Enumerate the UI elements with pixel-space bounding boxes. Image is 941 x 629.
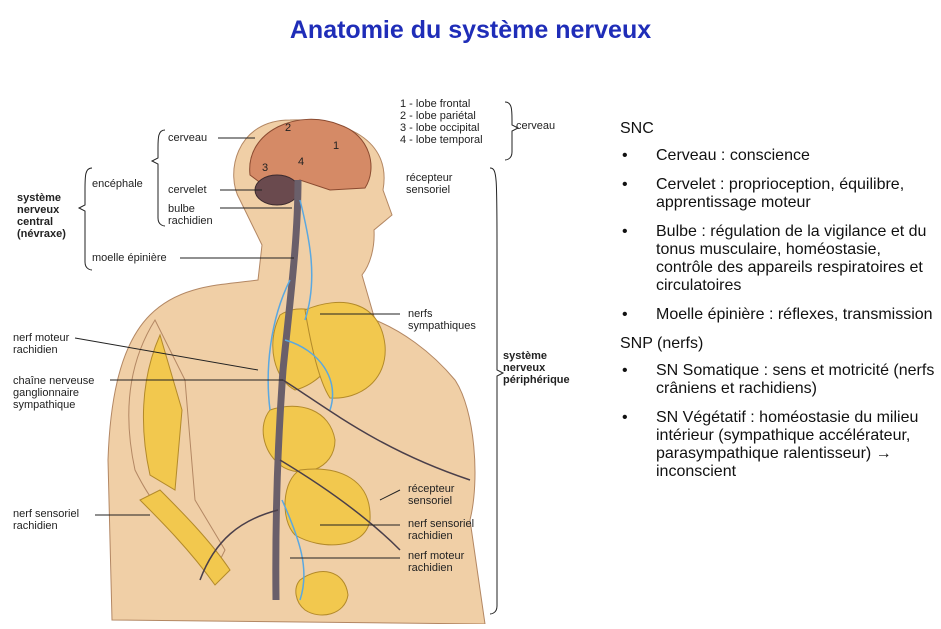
label-bulbe: bulbe rachidien [168, 203, 213, 227]
brain-lobe-number-2: 2 [285, 122, 291, 134]
bullet: • [622, 362, 628, 380]
bullet: • [622, 147, 628, 165]
snc-item-text: Moelle épinière : réflexes, transmission [656, 306, 933, 323]
page-title: Anatomie du système nerveux [0, 16, 941, 45]
bullet: • [622, 306, 628, 324]
list-item: • SN Somatique : sens et motricité (nerfs… [600, 362, 941, 398]
snc-heading: SNC [620, 120, 941, 138]
label-cerveau-lobes: cerveau [516, 120, 555, 132]
label-lobe-temporal: 4 - lobe temporal [400, 134, 483, 146]
label-cervelet: cervelet [168, 184, 207, 196]
label-systeme-central: système nerveux central (névraxe) [17, 192, 66, 240]
brain-lobe-number-1: 1 [333, 140, 339, 152]
label-recepteur-1: récepteur sensoriel [406, 172, 452, 196]
nervous-system-diagram: 1 - lobe frontal 2 - lobe pariétal 3 - l… [0, 80, 596, 624]
label-systeme-peripherique: système nerveux périphérique [503, 350, 570, 386]
snc-item-text: Bulbe : régulation de la vigilance et du… [656, 223, 926, 294]
label-lobe-frontal: 1 - lobe frontal [400, 98, 470, 110]
label-lobe-occipital: 3 - lobe occipital [400, 122, 480, 134]
label-nerfs-sympathiques: nerfs sympathiques [408, 308, 476, 332]
snc-list: • Cerveau : conscience • Cervelet : propri… [600, 147, 941, 324]
bullet: • [622, 176, 628, 194]
snp-item-text: SN Végétatif : homéostasie du milieu int… [656, 409, 918, 480]
label-nerf-moteur-2: nerf moteur rachidien [408, 550, 464, 574]
label-moelle: moelle épinière [92, 252, 167, 264]
list-item: • SN Végétatif : homéostasie du milieu in… [600, 409, 941, 481]
snp-item-text: SN Somatique : sens et motricité (nerfs … [656, 362, 934, 397]
label-chaine: chaîne nerveuse ganglionnaire sympathiqu… [13, 375, 94, 411]
brain-lobe-number-4: 4 [298, 156, 304, 168]
snp-list: • SN Somatique : sens et motricité (nerfs… [600, 362, 941, 481]
label-nerf-sensoriel-left: nerf sensoriel rachidien [13, 508, 79, 532]
snp-heading: SNP (nerfs) [620, 335, 941, 353]
label-recepteur-2: récepteur sensoriel [408, 483, 454, 507]
bullet: • [622, 409, 628, 427]
notes-panel: SNC • Cerveau : conscience • Cervelet : pr… [600, 120, 941, 492]
label-nerf-moteur-1: nerf moteur rachidien [13, 332, 69, 356]
label-cerveau: cerveau [168, 132, 207, 144]
bullet: • [622, 223, 628, 241]
snc-item-text: Cerveau : conscience [656, 147, 810, 164]
list-item: • Cerveau : conscience [600, 147, 941, 165]
snc-item-text: Cervelet : proprioception, équilibre, ap… [656, 176, 904, 211]
label-lobe-parietal: 2 - lobe pariétal [400, 110, 476, 122]
label-encephale: encéphale [92, 178, 143, 190]
brain-lobe-number-3: 3 [262, 162, 268, 174]
list-item: • Bulbe : régulation de la vigilance et d… [600, 223, 941, 295]
label-nerf-sensoriel-right: nerf sensoriel rachidien [408, 518, 474, 542]
list-item: • Cervelet : proprioception, équilibre, a… [600, 176, 941, 212]
list-item: • Moelle épinière : réflexes, transmissio… [600, 306, 941, 324]
